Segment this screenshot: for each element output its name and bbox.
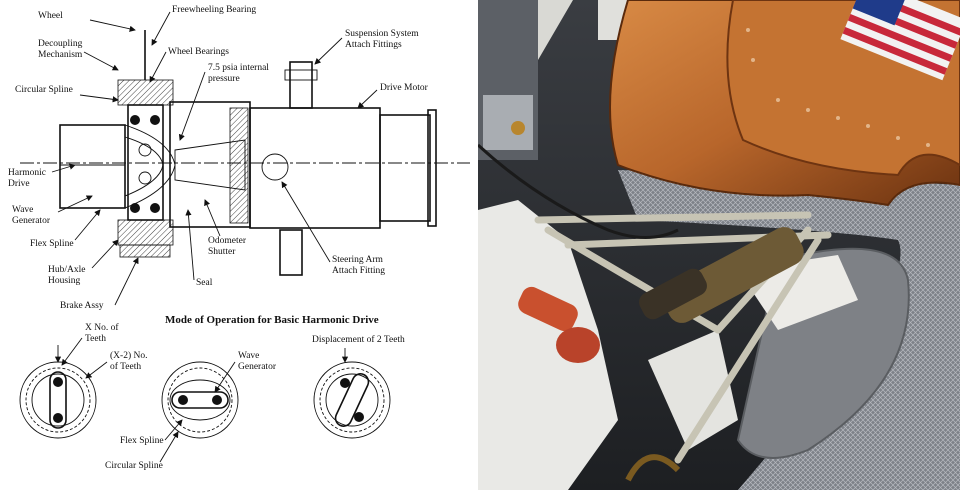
label-drive-motor: Drive Motor bbox=[380, 83, 429, 93]
label-steering-2: Attach Fitting bbox=[332, 266, 385, 276]
label-wheel-bearings: Wheel Bearings bbox=[168, 47, 229, 57]
center-shaft bbox=[169, 101, 251, 228]
mode-flex-spline: Flex Spline bbox=[120, 436, 164, 446]
suspension-fitting bbox=[289, 61, 313, 109]
label-seal: Seal bbox=[196, 278, 213, 288]
mode-title: Mode of Operation for Basic Harmonic Dri… bbox=[165, 314, 379, 326]
steering-arm-fitting-circle bbox=[261, 153, 289, 181]
cable bbox=[476, 143, 679, 239]
mode-x-teeth-2: Teeth bbox=[85, 334, 106, 344]
mode-x2-teeth-1: (X-2) No. bbox=[110, 350, 147, 361]
photo-svg bbox=[476, 0, 960, 490]
white-suspension-parts bbox=[478, 200, 858, 490]
mode-wave-1: Wave bbox=[238, 351, 259, 361]
label-odometer-2: Shutter bbox=[208, 247, 236, 257]
label-flex-spline: Flex Spline bbox=[30, 239, 74, 249]
label-decoupling-2: Mechanism bbox=[38, 50, 83, 60]
label-harmonic-1: Harmonic bbox=[8, 168, 46, 178]
harmonic-drive-housing bbox=[59, 124, 176, 209]
damper-cylinder bbox=[639, 227, 804, 323]
label-harmonic-2: Drive bbox=[8, 179, 30, 189]
mode-x2-teeth-2: of Teeth bbox=[110, 361, 141, 372]
mode-x-teeth-1: X No. of bbox=[85, 322, 119, 333]
drive-motor bbox=[249, 61, 437, 276]
label-suspension-1: Suspension System bbox=[345, 29, 419, 39]
diagram-svg: Wheel Freewheeling Bearing Decoupling Me… bbox=[8, 5, 470, 471]
label-steering-1: Steering Arm bbox=[332, 255, 384, 265]
mode-figure-3: Displacement of 2 Teeth bbox=[312, 334, 405, 439]
label-decoupling-1: Decoupling bbox=[38, 39, 83, 49]
us-flag-decal bbox=[840, 0, 960, 81]
label-psia-2: pressure bbox=[208, 74, 240, 84]
label-hub-1: Hub/Axle bbox=[48, 265, 85, 275]
wire-mesh-wheel bbox=[618, 170, 960, 490]
label-circular-spline: Circular Spline bbox=[15, 85, 73, 95]
mode-figure-2: Wave Generator Flex Spline Circular Spli… bbox=[105, 351, 277, 471]
mode-figure-1: X No. of Teeth (X-2) No. of Teeth bbox=[19, 322, 147, 439]
label-suspension-2: Attach Fittings bbox=[345, 40, 402, 50]
mode-displacement: Displacement of 2 Teeth bbox=[312, 334, 405, 345]
harmonic-drive-diagram: Wheel Freewheeling Bearing Decoupling Me… bbox=[0, 0, 478, 490]
rover-wheel-photo bbox=[476, 0, 960, 490]
gold-component bbox=[625, 454, 681, 482]
label-freewheeling-bearing: Freewheeling Bearing bbox=[172, 5, 256, 15]
mode-wave-2: Generator bbox=[238, 362, 277, 372]
mode-circular-spline: Circular Spline bbox=[105, 461, 163, 471]
label-wave-gen-2: Generator bbox=[12, 216, 51, 226]
label-wheel: Wheel bbox=[38, 11, 63, 21]
steering-fitting-lower bbox=[279, 229, 303, 276]
label-odometer-1: Odometer bbox=[208, 236, 247, 246]
label-psia-1: 7.5 psia internal bbox=[208, 63, 269, 73]
label-wave-gen-1: Wave bbox=[12, 205, 33, 215]
hub-bearing-stack bbox=[117, 30, 174, 258]
diagram-labels: Wheel Freewheeling Bearing Decoupling Me… bbox=[8, 5, 429, 311]
label-hub-2: Housing bbox=[48, 276, 80, 286]
red-connectors bbox=[518, 286, 600, 363]
label-brake-assy: Brake Assy bbox=[60, 301, 104, 311]
